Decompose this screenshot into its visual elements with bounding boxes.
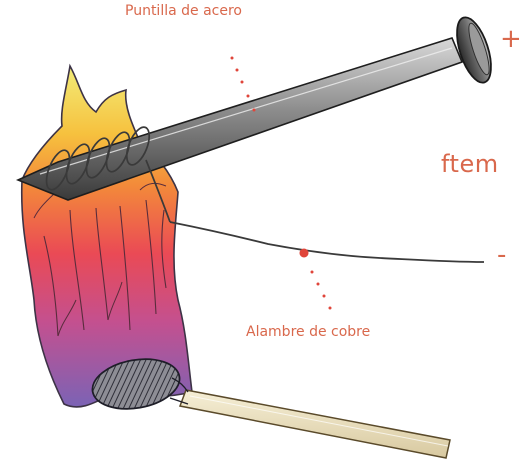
junction-dot (300, 249, 309, 258)
label-positive-terminal: + (500, 24, 522, 54)
label-negative-terminal: - (497, 240, 506, 270)
match-icon (89, 353, 450, 458)
copper-wire (170, 222, 484, 262)
label-steel-pin: Puntilla de acero (125, 3, 242, 19)
label-emf: ftem (441, 150, 499, 178)
flame-icon (22, 66, 192, 407)
label-copper-wire: Alambre de cobre (246, 324, 370, 340)
